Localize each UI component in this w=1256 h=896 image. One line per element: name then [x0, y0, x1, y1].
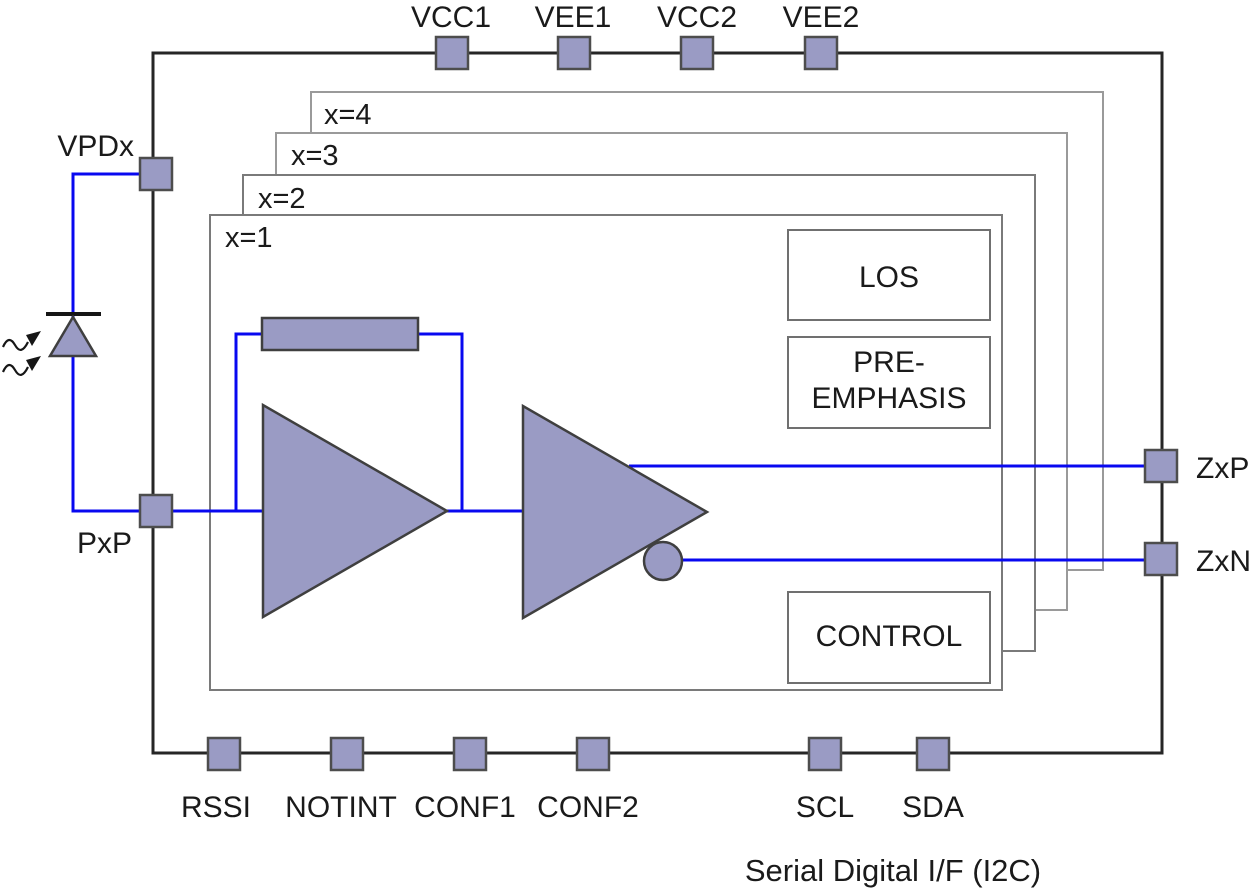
pin-label-zxp: ZxP — [1196, 452, 1249, 485]
pin-label-conf1: CONF1 — [414, 791, 516, 824]
pin-vcc2 — [679, 35, 715, 71]
pin-conf1 — [452, 736, 488, 772]
pre-emphasis-label-line2: EMPHASIS — [811, 382, 966, 415]
channel-label-x3: x=3 — [291, 140, 339, 172]
pin-label-conf2: CONF2 — [537, 791, 639, 824]
wire-feedback-left — [234, 332, 262, 511]
pin-label-pxp: PxP — [77, 527, 132, 560]
channel-label-x2: x=2 — [258, 183, 306, 215]
right-pins: ZxP ZxN — [1143, 448, 1251, 578]
photodiode-triangle — [47, 314, 99, 358]
channel-label-x1: x=1 — [225, 222, 273, 254]
amplifier-stage — [260, 316, 710, 621]
pin-vpdx — [138, 156, 174, 192]
light-arrow-head-1 — [26, 331, 41, 346]
inverting-output-bubble — [642, 540, 684, 582]
pin-label-vcc2: VCC2 — [657, 1, 737, 34]
light-arrow-squiggle-1 — [1, 338, 29, 351]
channel-label-x4: x=4 — [324, 99, 372, 131]
pre-emphasis-block — [787, 336, 991, 429]
pin-label-notint: NOTINT — [285, 791, 397, 824]
pin-pxp — [138, 493, 174, 529]
pre-emphasis-label-line1: PRE- — [853, 346, 925, 379]
pin-label-zxn: ZxN — [1196, 545, 1251, 578]
pin-scl — [807, 736, 843, 772]
pin-vcc1 — [434, 35, 470, 71]
output-amplifier-triangle — [521, 403, 710, 621]
pin-label-vee1: VEE1 — [535, 1, 612, 34]
light-arrow-squiggle-2 — [1, 363, 29, 376]
pin-vee2 — [803, 35, 839, 71]
function-blocks: LOS PRE- EMPHASIS CONTROL — [787, 229, 991, 684]
pin-label-sda: SDA — [902, 791, 964, 824]
left-pins: VPDx PxP — [57, 130, 174, 560]
los-block — [787, 229, 991, 321]
pin-zxp — [1143, 448, 1179, 484]
light-arrow-head-2 — [26, 356, 41, 371]
tia-amplifier-triangle — [261, 402, 450, 620]
pin-rssi — [206, 736, 242, 772]
pin-label-scl: SCL — [796, 791, 854, 824]
pin-label-vpdx: VPDx — [57, 130, 134, 163]
caption-serial-interface: Serial Digital I/F (I2C) — [745, 853, 1041, 888]
pin-vee1 — [556, 35, 592, 71]
wire-feedback-right — [418, 332, 464, 511]
control-block — [787, 591, 991, 684]
control-block-label: CONTROL — [816, 620, 963, 653]
feedback-resistor — [260, 316, 420, 352]
pin-conf2 — [575, 736, 611, 772]
pin-zxn — [1143, 541, 1179, 577]
pin-notint — [329, 736, 365, 772]
pin-label-rssi: RSSI — [181, 791, 251, 824]
pin-label-vee2: VEE2 — [783, 1, 860, 34]
los-block-label: LOS — [859, 261, 919, 294]
incident-light-arrows — [1, 331, 41, 376]
top-pins: VCC1 VEE1 VCC2 VEE2 — [411, 1, 860, 71]
pin-sda — [915, 736, 951, 772]
photodiode — [46, 312, 101, 358]
bottom-pins: RSSI NOTINT CONF1 CONF2 SCL SDA — [181, 736, 964, 824]
pin-label-vcc1: VCC1 — [411, 1, 491, 34]
